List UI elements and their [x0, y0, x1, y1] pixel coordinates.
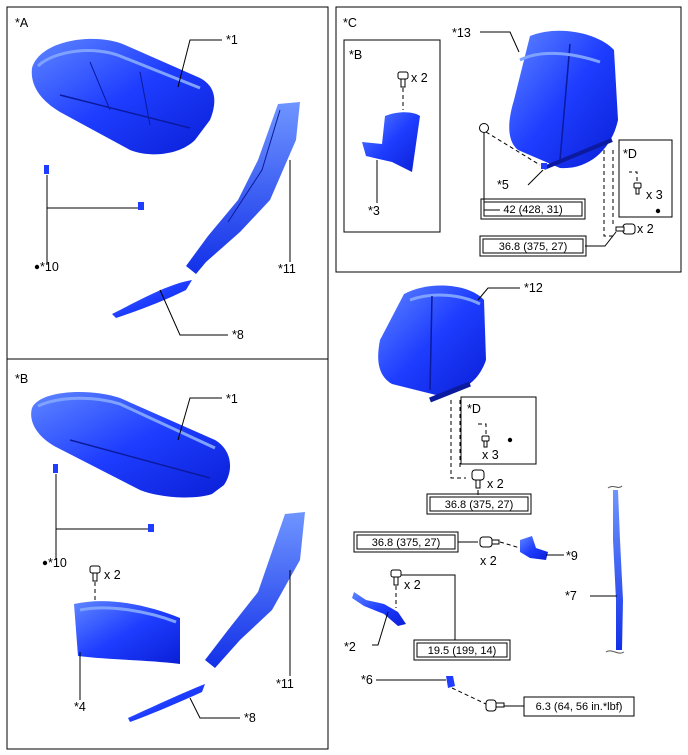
torque-19-5: 19.5 (199, 14) [428, 645, 497, 657]
callout-13: *13 [452, 26, 471, 40]
panel-c-frame [335, 6, 682, 273]
callout-1-b: *1 [226, 392, 238, 406]
bolt-icon [479, 536, 500, 548]
bolt-icon [390, 569, 402, 586]
panel-d-lower-label: *D [467, 402, 481, 416]
torque-36-8-low: 36.8 (375, 27) [372, 537, 441, 549]
side-trim-icon [186, 102, 300, 274]
qty-bolt-c: x 2 [637, 222, 654, 236]
clip-icon [446, 676, 455, 688]
torque-box-19-5 [413, 639, 511, 661]
panel-b-frame [6, 358, 329, 750]
bolt-icon [481, 435, 490, 448]
bolt-icon [397, 71, 409, 88]
qty-bolt-2: x 2 [404, 578, 421, 592]
bolt-icon [633, 182, 642, 195]
torque-6-3: 6.3 (64, 56 in.*lbf) [536, 701, 623, 713]
clip-icon [44, 165, 144, 210]
lower-trim-icon [128, 684, 205, 722]
cover-icon [362, 112, 420, 172]
hinge-bracket-icon [352, 592, 406, 626]
panel-a-label: *A [15, 16, 29, 30]
seat-cushion-icon [31, 392, 231, 498]
callout-12: *12 [524, 281, 543, 295]
callout-2: *2 [344, 640, 356, 654]
seat-cushion-icon [31, 38, 215, 155]
torque-42: 42 (428, 31) [503, 204, 562, 216]
torque-box-42 [480, 198, 586, 220]
panel-c-inset-frame [343, 39, 441, 233]
qty-bolt-mid: x 2 [487, 477, 504, 491]
clip-icon [541, 163, 547, 169]
qty-bolt-c-inset: x 2 [411, 71, 428, 85]
seatback-icon [509, 30, 618, 170]
torque-box-6-3 [523, 696, 635, 717]
qty-bolt-low: x 2 [480, 554, 497, 568]
panel-d-upper-frame [618, 139, 673, 218]
callout-11-a: *11 [278, 262, 296, 276]
hinge-bracket-icon [520, 536, 548, 560]
callout-3: *3 [368, 204, 380, 218]
torque-36-8-c: 36.8 (375, 27) [499, 241, 568, 253]
torque-box-36-8-mid [426, 493, 532, 515]
panel-d-upper-label: *D [623, 147, 637, 161]
callout-9: *9 [566, 549, 578, 563]
callout-8-a: *8 [232, 328, 244, 342]
callout-5: *5 [497, 178, 509, 192]
bolt-icon [471, 469, 485, 489]
panel-c-label: *C [343, 16, 357, 30]
callout-10-b: *10 [48, 556, 67, 570]
clip-icon [53, 464, 154, 532]
bolt-icon [479, 123, 489, 133]
panel-c-inset-label: *B [349, 48, 362, 62]
qty-bolt-b: x 2 [104, 568, 121, 582]
callout-8-b: *8 [244, 711, 256, 725]
torque-box-36-8-c [479, 235, 587, 257]
bolt-icon [89, 565, 101, 582]
qty-d-lower: x 3 [482, 448, 499, 462]
torque-36-8-mid: 36.8 (375, 27) [445, 499, 514, 511]
seatback-icon [378, 285, 486, 403]
callout-6: *6 [361, 673, 373, 687]
callout-4: *4 [74, 700, 86, 714]
side-trim-icon [205, 512, 305, 668]
panel-d-lower-frame [460, 396, 537, 465]
panel-b-label: *B [15, 372, 28, 386]
lower-trim-icon [112, 280, 192, 318]
qty-d-upper: x 3 [646, 188, 663, 202]
callout-10-a: *10 [40, 260, 59, 274]
bolt-icon [615, 223, 636, 235]
cover-icon [74, 601, 180, 664]
bolt-icon [485, 699, 505, 712]
callout-7: *7 [565, 589, 577, 603]
callout-1-a: *1 [226, 33, 238, 47]
seat-belt-icon [605, 485, 625, 654]
callout-11-b: *11 [276, 677, 294, 691]
